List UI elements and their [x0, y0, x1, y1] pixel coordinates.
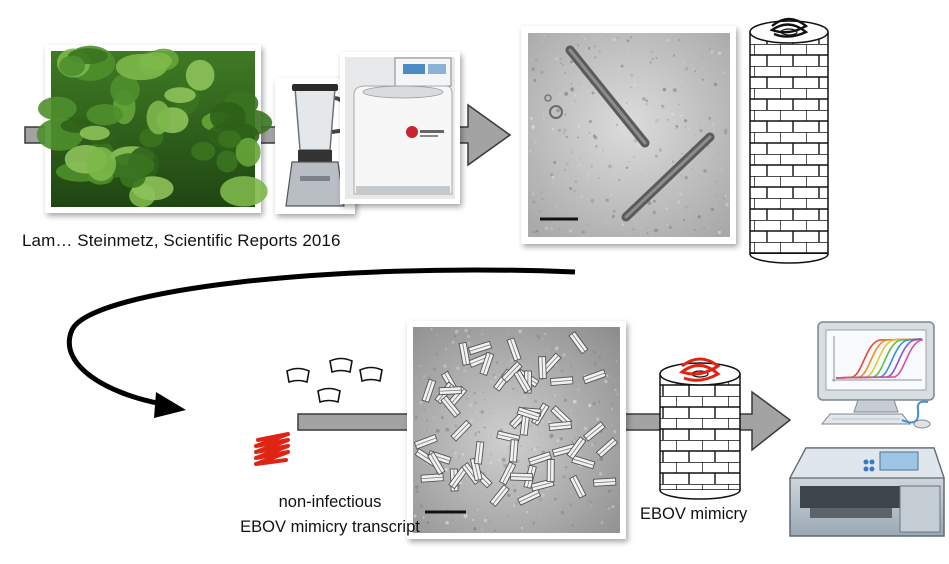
curved-transition-arrow [66, 267, 576, 407]
leaf [220, 176, 268, 207]
vlp-rod [467, 340, 493, 356]
leaf [79, 125, 110, 141]
leaf [216, 150, 239, 173]
vlp-rod [509, 472, 534, 482]
rna-strand-icon [254, 432, 290, 466]
leaf [146, 100, 171, 135]
vlp-rod [506, 337, 522, 362]
transcript-caption-line1: non-infectious [278, 493, 382, 511]
pcr-machine-icon [789, 447, 945, 537]
leaf [185, 59, 215, 91]
coat-protein-subunit-icon [317, 387, 341, 404]
vlp-rod [413, 433, 439, 450]
vlp-rod [438, 386, 462, 396]
ebov-mimic-particle-icon [659, 357, 741, 500]
vlp-rod [508, 439, 519, 463]
vlp-rod [582, 369, 607, 385]
vlp-rod [583, 421, 606, 442]
computer-monitor-icon [817, 321, 935, 429]
coat-protein-subunits [286, 357, 383, 404]
coat-protein-subunit-icon [329, 357, 353, 374]
leaf [59, 55, 86, 77]
amplification-curve [835, 339, 923, 379]
vlp-rod [479, 351, 495, 376]
vlp-rod [546, 459, 555, 483]
vlp-rod [548, 420, 573, 431]
plant-photo [36, 45, 273, 213]
coat-protein-subunit-icon [359, 366, 383, 383]
vlp-rod [458, 341, 471, 366]
black-rna-coil [769, 17, 809, 38]
vlp-rod [450, 419, 472, 442]
vlp-rod [420, 473, 444, 483]
coat-protein-subunit-icon [286, 367, 310, 384]
leaf [37, 96, 77, 121]
vlp-rod [595, 436, 619, 459]
vlp-rod [568, 331, 589, 355]
vlp-rod [569, 474, 587, 499]
vlp-rod [516, 406, 541, 422]
leaf [119, 166, 146, 188]
vlp-rod [473, 440, 485, 465]
leaf [235, 137, 261, 167]
vlp-rod [421, 378, 437, 403]
vlp-rod [513, 369, 532, 394]
tmv-micrograph [521, 26, 736, 244]
leaf [191, 141, 216, 161]
vlp-rod [489, 484, 510, 508]
centrifuge-icon [340, 52, 460, 204]
vlp-rod [538, 356, 547, 380]
transcript-caption-line2: EBOV mimicry transcript [240, 518, 420, 536]
leaf [86, 147, 117, 182]
vlp-micrograph [407, 321, 626, 539]
mimicry-caption: EBOV mimicry [640, 505, 748, 523]
transcript-caption: non-infectious EBOV mimicry transcript [230, 490, 430, 540]
leaf [164, 87, 196, 103]
vlp-rod [566, 436, 587, 460]
vlp-rod [549, 376, 574, 387]
leaf [218, 130, 241, 148]
vlp-rod [440, 395, 461, 418]
red-rna-coil [678, 357, 721, 382]
leaf [110, 73, 140, 106]
citation-caption: Lam… Steinmetz, Scientific Reports 2016 [22, 231, 341, 250]
leaf [86, 104, 123, 126]
vlp-rod [527, 451, 553, 466]
vlp-rod [517, 488, 542, 506]
leaf [139, 52, 173, 71]
vlp-rod [593, 477, 617, 487]
vlp-rod [427, 451, 446, 476]
virus-rod-schematic [749, 17, 829, 264]
